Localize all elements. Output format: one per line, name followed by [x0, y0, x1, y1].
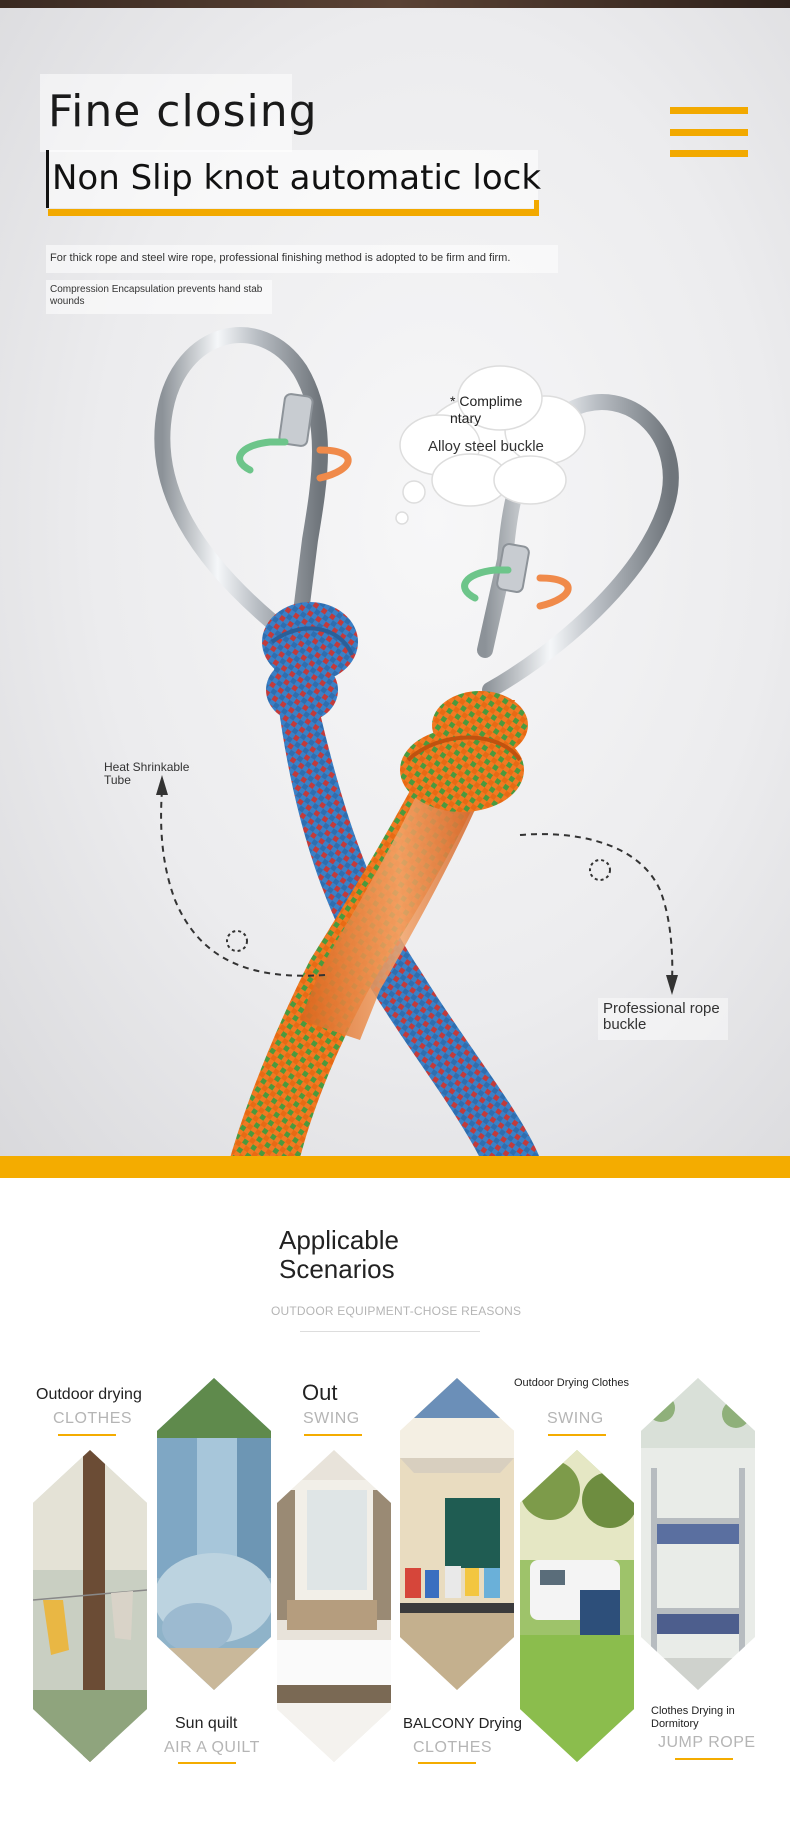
scenario-underline-6 [675, 1758, 733, 1760]
scenario-sub-5: SWING [547, 1410, 604, 1427]
scenario-sub-6: JUMP ROPE [658, 1734, 756, 1751]
scenario-image-quilt [157, 1378, 271, 1690]
product-hero: Fine closing Non Slip knot automatic loc… [0, 0, 790, 1158]
product-illustration [154, 327, 679, 1158]
scenario-image-clothes-drying [33, 1450, 147, 1762]
page-title: Fine closing [48, 86, 318, 137]
scenario-image-balcony [400, 1378, 514, 1690]
thought-cloud [395, 365, 586, 525]
top-wood-strip [0, 0, 790, 8]
scenario-caption-5: Outdoor Drying Clothes [514, 1377, 629, 1389]
scenario-image-dormitory [641, 1378, 755, 1690]
description-primary: For thick rope and steel wire rope, prof… [46, 245, 558, 273]
title-backdrop [40, 74, 292, 152]
scenario-caption-6: Clothes Drying in Dormitory [651, 1705, 735, 1730]
scenario-sub-3: SWING [303, 1410, 360, 1427]
scenario-caption-2: Sun quilt [175, 1715, 238, 1732]
heat-shrink-tube [300, 740, 500, 1040]
scenario-image-hotel-room [277, 1450, 391, 1762]
scenario-underline-4 [418, 1762, 476, 1764]
blue-carabiner [154, 327, 328, 628]
subtitle-underline-tick [534, 200, 539, 216]
scenario-caption-4: BALCONY Drying [403, 1715, 522, 1732]
subtitle-backdrop [46, 150, 538, 208]
scenario-sub-2: AIR A QUILT [164, 1739, 260, 1756]
dashed-arrow-right [519, 833, 674, 981]
scenario-image-camping [520, 1450, 634, 1762]
scenario-sub-4: CLOTHES [413, 1739, 493, 1756]
scenarios-subtitle-line [300, 1331, 480, 1332]
scenario-underline-2 [178, 1762, 236, 1764]
scenarios-subtitle: OUTDOOR EQUIPMENT-CHOSE REASONS [271, 1304, 522, 1318]
cloud-note: * Complime ntary [450, 393, 523, 426]
scenario-sub-1: CLOTHES [53, 1410, 133, 1427]
section-divider-bar [0, 1156, 790, 1178]
menu-icon[interactable] [670, 107, 748, 159]
scenario-underline-3 [304, 1434, 362, 1436]
cloud-label: Alloy steel buckle [428, 438, 544, 455]
dashed-arrow-left [160, 789, 326, 977]
page-subtitle: Non Slip knot automatic lock [52, 158, 542, 198]
label-professional-rope-buckle: Professional rope buckle [598, 998, 728, 1040]
scenario-underline-1 [58, 1434, 116, 1436]
scenarios-title: Applicable Scenarios [279, 1225, 399, 1284]
scenario-caption-1: Outdoor drying [36, 1386, 142, 1403]
scenario-underline-5 [548, 1434, 606, 1436]
scenario-caption-3: Out [302, 1380, 338, 1405]
subtitle-underline [48, 209, 538, 216]
label-heat-shrinkable-tube: Heat Shrinkable Tube [104, 760, 190, 787]
description-secondary: Compression Encapsulation prevents hand … [46, 280, 272, 314]
